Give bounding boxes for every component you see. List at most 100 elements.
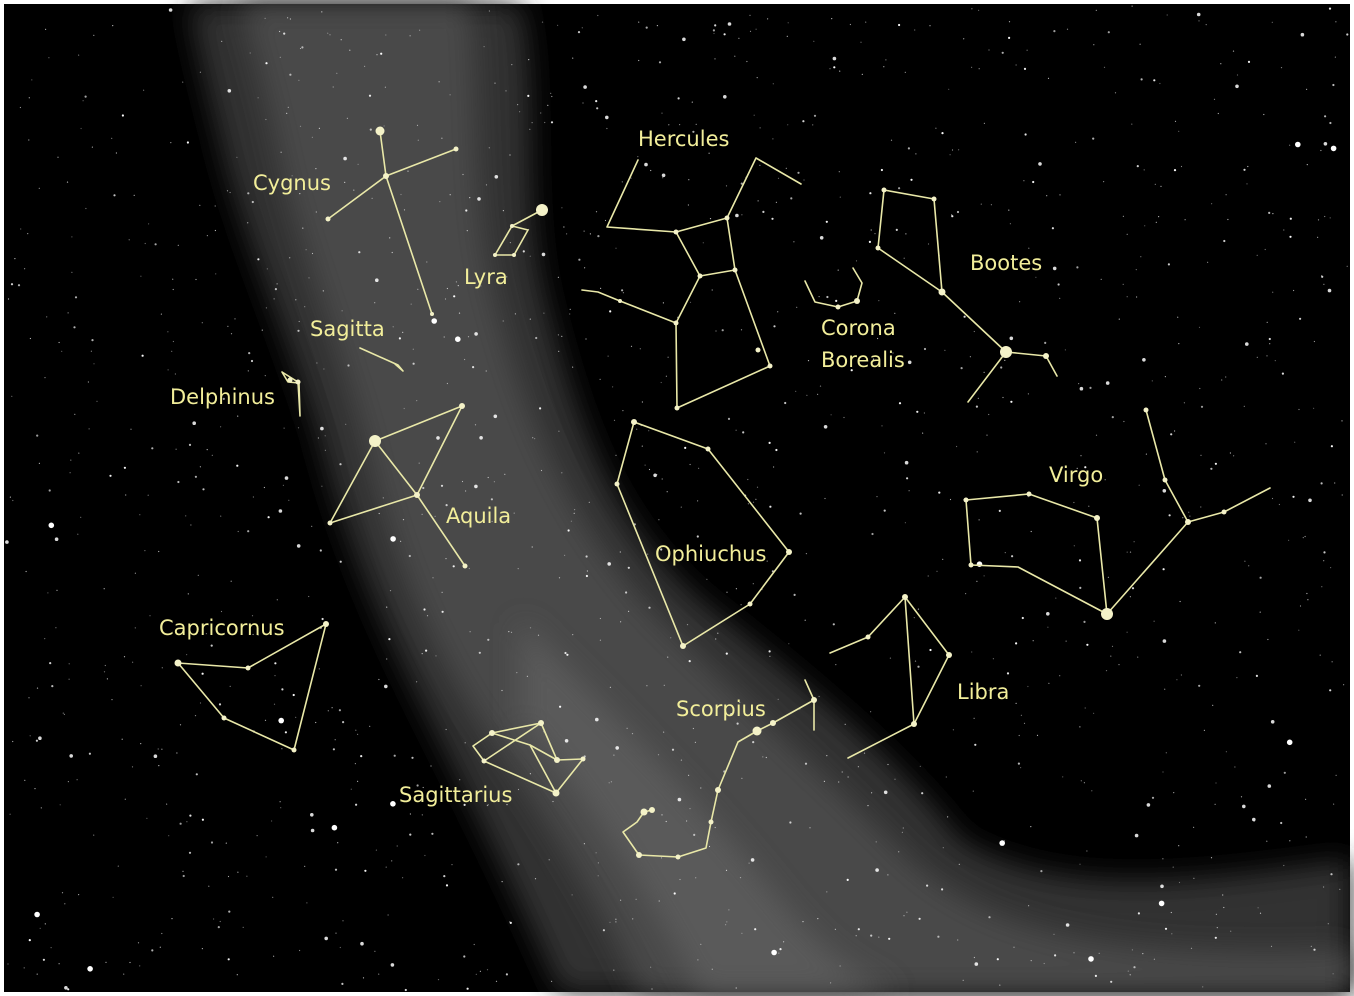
background-star <box>757 77 758 78</box>
background-star <box>129 239 130 240</box>
label-sagitta: Sagitta <box>310 317 385 341</box>
background-star <box>1135 834 1139 838</box>
background-star <box>320 427 324 431</box>
background-star <box>91 351 92 352</box>
background-star <box>1027 50 1028 51</box>
background-star <box>903 827 904 828</box>
background-star <box>1055 598 1056 599</box>
background-star <box>74 414 75 415</box>
background-star <box>672 749 674 751</box>
background-star <box>1021 715 1022 716</box>
background-star <box>874 233 875 234</box>
background-star <box>410 35 411 36</box>
background-star <box>158 765 159 766</box>
background-star <box>957 211 959 213</box>
background-star <box>1138 912 1140 914</box>
background-star <box>574 513 575 514</box>
background-star <box>638 22 639 23</box>
background-star <box>1212 705 1213 706</box>
background-star <box>146 818 147 819</box>
background-star <box>941 132 943 134</box>
background-star <box>360 755 362 757</box>
background-star <box>637 156 638 157</box>
background-star <box>971 67 972 68</box>
background-star <box>46 316 47 317</box>
background-star <box>640 348 641 349</box>
background-star <box>1225 376 1226 377</box>
background-star <box>527 676 528 677</box>
background-star <box>145 243 146 244</box>
background-star <box>777 311 778 312</box>
background-star <box>1152 797 1154 799</box>
background-star <box>1244 406 1245 407</box>
background-star <box>479 652 481 654</box>
background-star <box>469 568 470 569</box>
background-star <box>355 730 356 731</box>
background-star <box>948 89 949 90</box>
background-star <box>333 86 334 87</box>
background-star <box>20 107 21 108</box>
background-star <box>754 928 756 930</box>
background-star <box>737 723 739 725</box>
background-star <box>928 243 929 244</box>
background-star <box>609 782 610 783</box>
background-star <box>319 128 320 129</box>
background-star <box>958 149 959 150</box>
background-star <box>265 62 267 64</box>
background-star <box>1193 827 1194 828</box>
background-star <box>787 124 788 125</box>
background-star <box>467 988 469 990</box>
label-delphinus: Delphinus <box>170 385 275 409</box>
background-star <box>819 296 820 297</box>
background-star <box>62 892 63 893</box>
background-star <box>182 871 183 872</box>
background-star <box>650 967 651 968</box>
background-star <box>345 424 346 425</box>
background-star <box>69 754 73 758</box>
background-star <box>215 205 216 206</box>
background-star <box>944 350 945 351</box>
background-star <box>1085 707 1086 708</box>
background-star <box>265 720 266 721</box>
background-star <box>690 464 691 465</box>
background-star <box>1184 402 1185 403</box>
background-star <box>1314 341 1315 342</box>
background-star <box>192 421 196 425</box>
background-star <box>339 463 341 465</box>
background-star <box>1127 552 1128 553</box>
background-star <box>773 466 774 467</box>
background-star <box>129 962 130 963</box>
background-star <box>551 121 553 123</box>
label-cygnus: Cygnus <box>253 171 331 195</box>
background-star <box>678 97 680 99</box>
background-star <box>1030 826 1031 827</box>
background-star <box>465 490 466 491</box>
background-star <box>172 279 173 280</box>
background-star <box>400 194 401 195</box>
background-star <box>1047 627 1048 628</box>
background-star <box>1147 803 1151 807</box>
background-star <box>1329 122 1331 124</box>
background-star <box>422 514 423 515</box>
background-star <box>1260 577 1262 579</box>
background-star <box>789 821 791 823</box>
background-star <box>1173 867 1174 868</box>
background-star <box>984 372 985 373</box>
background-star <box>957 939 958 940</box>
background-star <box>1320 150 1321 151</box>
background-star <box>45 923 46 924</box>
background-star <box>726 592 727 593</box>
background-star <box>59 342 60 343</box>
background-star <box>24 780 25 781</box>
background-star <box>304 306 305 307</box>
background-star <box>273 956 274 957</box>
background-star <box>344 182 345 183</box>
background-star <box>1106 381 1110 385</box>
background-star <box>659 61 661 63</box>
background-star <box>887 764 888 765</box>
background-star <box>642 446 643 447</box>
background-star <box>875 868 879 872</box>
background-star <box>28 139 29 140</box>
background-star <box>884 510 886 512</box>
background-star <box>202 948 203 949</box>
